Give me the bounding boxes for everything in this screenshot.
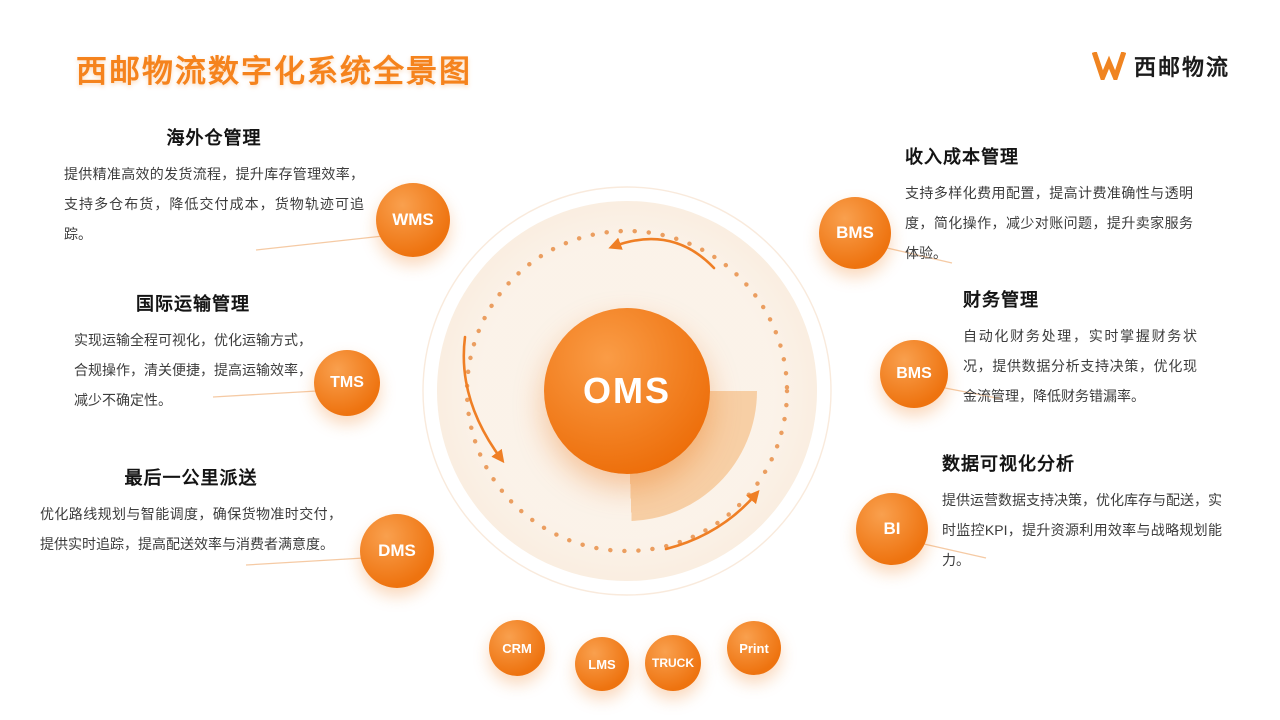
node-bi: BI [856, 493, 928, 565]
node-label: BMS [896, 365, 932, 382]
section-last-mile: 最后一公里派送 优化路线规划与智能调度，确保货物准时交付，提供实时追踪，提高配送… [40, 464, 342, 559]
node-wms: WMS [376, 183, 450, 257]
node-lms: LMS [575, 637, 629, 691]
section-body: 实现运输全程可视化，优化运输方式，合规操作，清关便捷，提高运输效率，减少不确定性… [74, 332, 312, 408]
cycle-arrow-left [462, 335, 505, 464]
section-heading: 国际运输管理 [136, 294, 250, 314]
section-body: 自动化财务处理，实时掌握财务状况，提供数据分析支持决策，优化现金流管理，降低财务… [963, 328, 1197, 404]
section-data-viz: 数据可视化分析 提供运营数据支持决策，优化库存与配送，实时监控KPI，提升资源利… [942, 450, 1222, 575]
node-label: TRUCK [652, 656, 694, 670]
cycle-arrow-top [608, 237, 716, 270]
section-body: 提供运营数据支持决策，优化库存与配送，实时监控KPI，提升资源利用效率与战略规划… [942, 492, 1222, 568]
section-body: 支持多样化费用配置，提高计费准确性与透明度，简化操作，减少对账问题，提升卖家服务… [905, 185, 1193, 261]
section-heading: 收入成本管理 [905, 147, 1019, 167]
node-truck: TRUCK [645, 635, 701, 691]
node-label: DMS [378, 541, 416, 560]
node-bms-finance: BMS [880, 340, 948, 408]
node-crm: CRM [489, 620, 545, 676]
node-label: Print [739, 640, 769, 656]
section-intl-transport: 国际运输管理 实现运输全程可视化，优化运输方式，合规操作，清关便捷，提高运输效率… [74, 290, 312, 415]
node-label: LMS [588, 656, 616, 672]
page-title: 西邮物流数字化系统全景图 [76, 54, 472, 89]
section-heading: 财务管理 [963, 290, 1039, 310]
node-tms: TMS [314, 350, 380, 416]
node-print: Print [727, 621, 781, 675]
node-label: TMS [330, 374, 364, 391]
node-label: OMS [582, 370, 671, 411]
section-revenue-cost: 收入成本管理 支持多样化费用配置，提高计费准确性与透明度，简化操作，减少对账问题… [905, 143, 1193, 268]
section-heading: 海外仓管理 [166, 128, 262, 148]
node-label: CRM [502, 640, 532, 656]
node-dms: DMS [360, 514, 434, 588]
node-oms: OMS [544, 308, 710, 474]
section-heading: 最后一公里派送 [124, 468, 258, 488]
section-body: 提供精准高效的发货流程，提升库存管理效率，支持多仓布货，降低交付成本，货物轨迹可… [64, 166, 364, 242]
cycle-arrow-bottom-right [664, 490, 760, 551]
brand-name: 西邮物流 [1133, 55, 1230, 80]
section-finance: 财务管理 自动化财务处理，实时掌握财务状况，提供数据分析支持决策，优化现金流管理… [963, 286, 1197, 411]
node-bms-revenue: BMS [819, 197, 891, 269]
section-body: 优化路线规划与智能调度，确保货物准时交付，提供实时追踪，提高配送效率与消费者满意… [40, 506, 342, 552]
section-heading: 数据可视化分析 [942, 454, 1075, 474]
section-overseas-warehouse: 海外仓管理 提供精准高效的发货流程，提升库存管理效率，支持多仓布货，降低交付成本… [64, 124, 364, 249]
node-label: BMS [836, 223, 874, 242]
brand-logo: 西邮物流 [1091, 50, 1230, 82]
connector-dms [245, 557, 365, 566]
node-label: BI [883, 519, 901, 538]
brand-w-icon [1091, 52, 1126, 80]
node-label: WMS [392, 210, 434, 229]
